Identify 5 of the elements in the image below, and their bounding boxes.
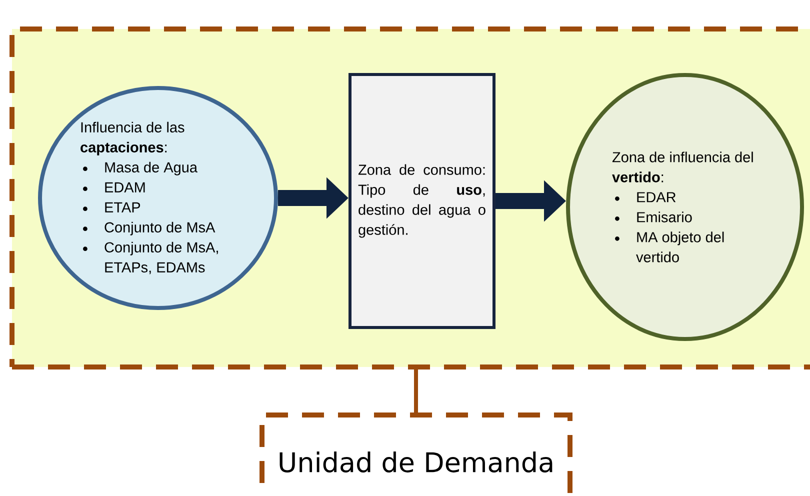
dashed-label-box: Unidad de Demanda	[260, 412, 572, 496]
connector-line	[414, 370, 418, 412]
circle-node: Zona de influencia del vertido: EDAR Emisario MA objeto del vertido	[566, 73, 804, 341]
process-box: Zona de consumo: Tipo de uso, destino del agua o gestión.	[348, 73, 496, 329]
circle-node: Influencia de las captaciones: Masa de Agua EDAM ETAP Conjunto de MsA Conjunto de MsA, ETAPs, EDAMs	[38, 86, 278, 310]
